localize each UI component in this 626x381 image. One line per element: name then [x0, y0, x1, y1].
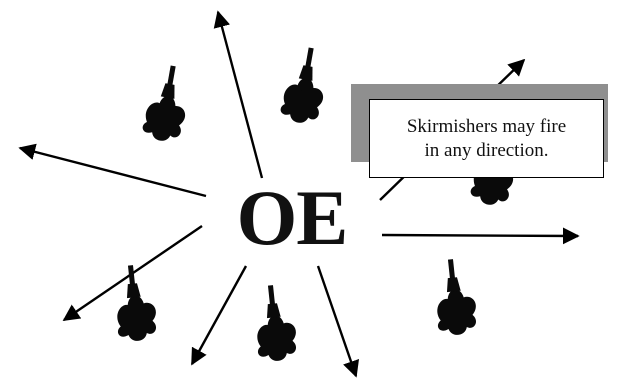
arrow-right	[381, 227, 580, 245]
callout-line-2: in any direction.	[424, 139, 549, 161]
arrow-up	[213, 10, 264, 179]
skirmisher-figure-icon	[140, 62, 194, 145]
callout-box: Skirmishers may fire in any direction.	[369, 99, 604, 178]
skirmisher-figure-icon	[251, 283, 299, 363]
callout-line-1: Skirmishers may fire	[406, 115, 567, 137]
arrow-down-left-steep	[190, 265, 248, 366]
arrow-down-right	[316, 265, 360, 378]
skirmisher-figure-icon	[278, 44, 332, 127]
skirmisher-figure-icon	[111, 263, 159, 343]
arrow-left	[18, 143, 207, 198]
center-label: OE	[236, 174, 349, 261]
skirmisher-figure-icon	[431, 257, 479, 337]
